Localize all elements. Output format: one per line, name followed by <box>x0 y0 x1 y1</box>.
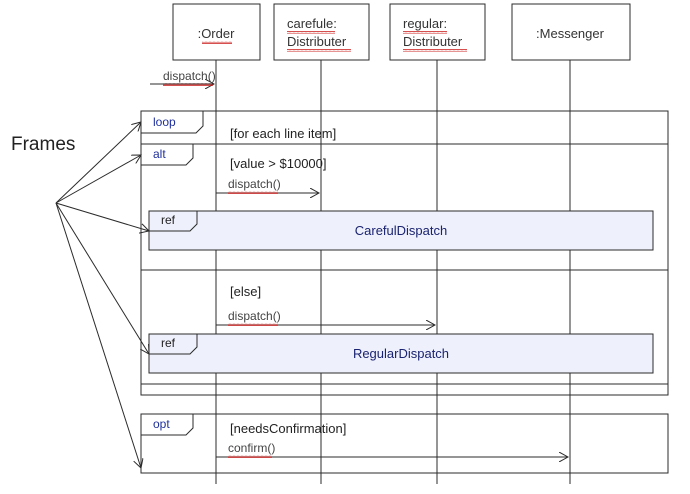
frame-alt: alt [value > $10000] [else] <box>140 143 669 385</box>
frame-ref-regular-name: RegularDispatch <box>353 346 449 361</box>
lifeline-messenger: :Messenger <box>511 3 631 61</box>
spell-underline <box>228 455 272 458</box>
message-opt-label: confirm() <box>228 441 275 455</box>
lifeline-careful-label-line1: carefule: <box>287 16 337 31</box>
frame-ref-careful-name: CarefulDispatch <box>355 223 448 238</box>
frame-ref-careful-operator: ref <box>161 213 176 227</box>
frame-alt-guard-2: [else] <box>230 284 261 299</box>
lifeline-careful-distributer: carefule: Distributer <box>273 3 370 61</box>
frame-ref-regular-operator: ref <box>161 336 176 350</box>
frame-opt: opt [needsConfirmation] <box>140 413 669 474</box>
frame-alt-operator: alt <box>153 147 166 161</box>
message-else-dispatch: dispatch() <box>216 309 435 326</box>
message-initial-dispatch: dispatch() <box>150 69 216 86</box>
lifeline-lines <box>215 60 571 484</box>
spell-underline <box>403 31 447 34</box>
lifeline-regular-distributer: regular: Distributer <box>389 3 486 61</box>
message-alt-dispatch: dispatch() <box>216 177 319 194</box>
frame-opt-operator: opt <box>153 417 170 431</box>
pointer-arrow-loop <box>55 122 141 204</box>
pointer-arrow-ref-2 <box>55 202 149 354</box>
spell-underline <box>202 41 232 44</box>
lifeline-careful-label-line2: Distributer <box>287 34 347 49</box>
message-alt-label: dispatch() <box>228 177 281 191</box>
spell-underline <box>163 83 213 86</box>
lifeline-messenger-label: :Messenger <box>536 26 605 41</box>
lifeline-order: :Order <box>172 3 261 61</box>
frame-ref-careful: ref CarefulDispatch <box>148 210 654 251</box>
frame-loop-guard: [for each line item] <box>230 126 336 141</box>
spell-underline <box>403 49 467 52</box>
lifeline-order-label: :Order <box>198 26 236 41</box>
spell-underline <box>287 49 351 52</box>
spell-underline <box>228 191 278 194</box>
frame-ref-regular: ref RegularDispatch <box>148 333 654 374</box>
message-opt-confirm: confirm() <box>216 441 568 458</box>
frames-annotation: Frames <box>11 122 149 468</box>
lifeline-regular-label-line2: Distributer <box>403 34 463 49</box>
message-initial-label: dispatch() <box>163 69 216 83</box>
spell-underline <box>287 31 335 34</box>
lifeline-regular-label-line1: regular: <box>403 16 447 31</box>
frame-alt-guard-1: [value > $10000] <box>230 156 327 171</box>
message-else-label: dispatch() <box>228 309 281 323</box>
frame-opt-guard: [needsConfirmation] <box>230 421 346 436</box>
pointer-arrow-opt <box>55 202 141 468</box>
pointer-arrow-ref-1 <box>55 202 149 231</box>
pointer-arrow-alt <box>55 155 141 204</box>
frame-loop-operator: loop <box>153 115 176 129</box>
frames-annotation-label: Frames <box>11 134 75 155</box>
spell-underline <box>228 323 278 326</box>
